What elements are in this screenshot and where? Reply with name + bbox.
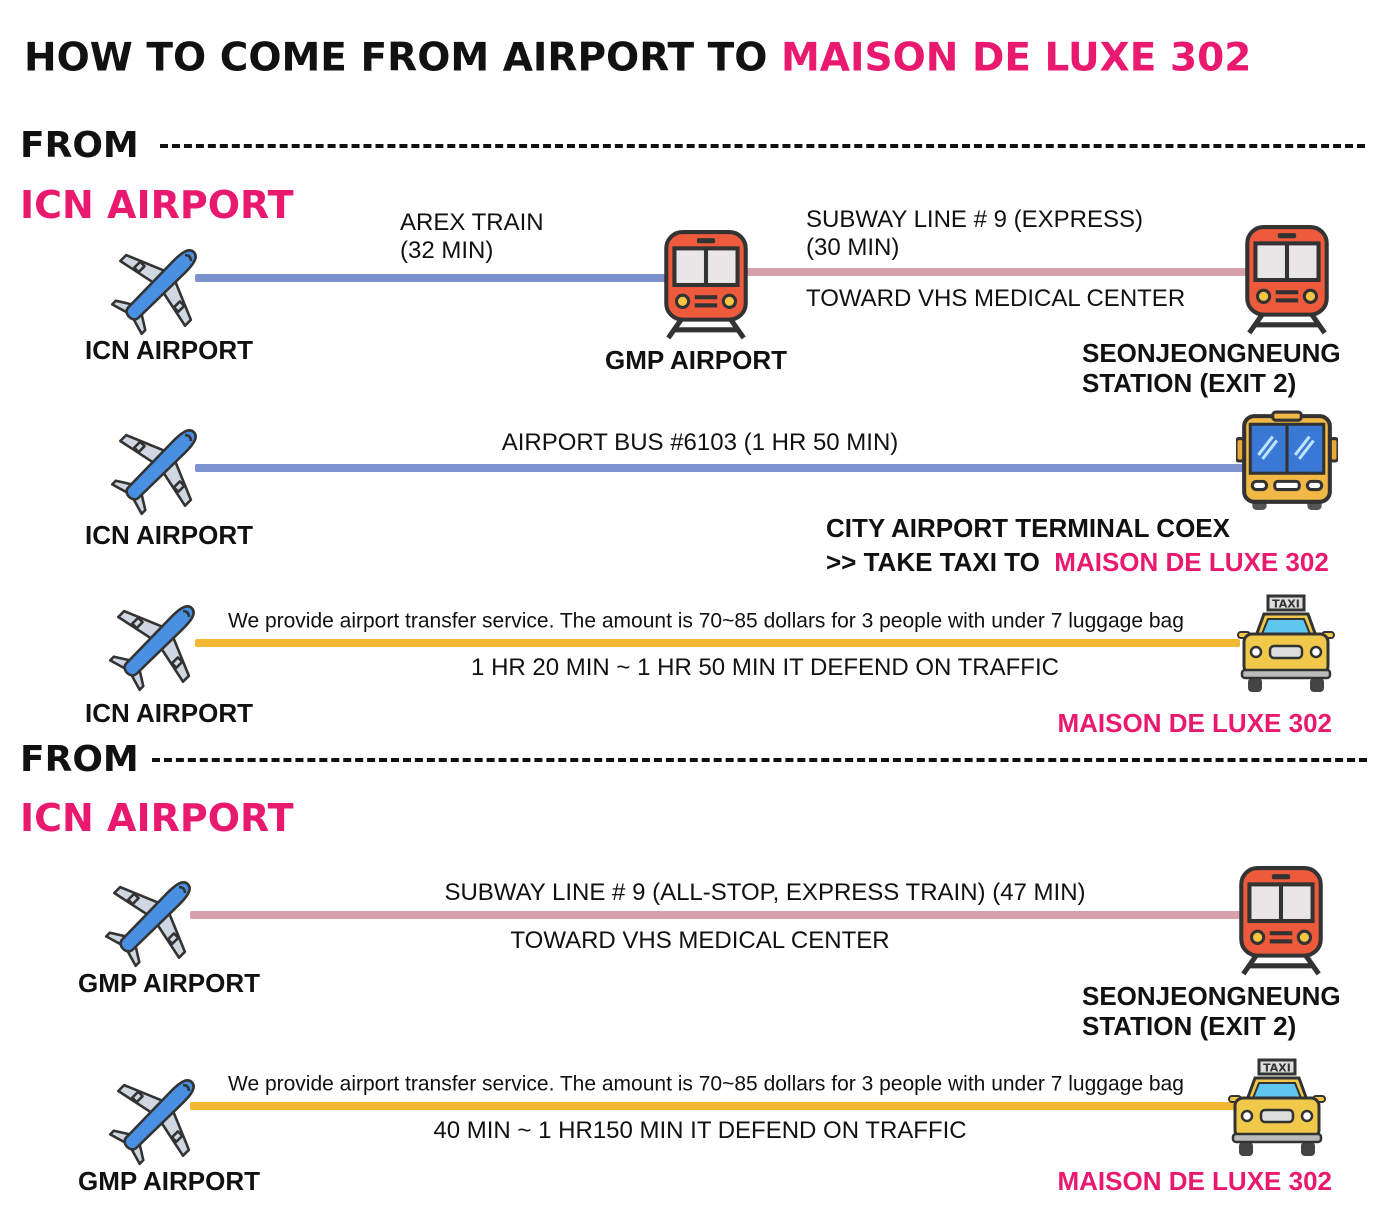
subway-allstop-line [190,911,1245,919]
section2-origin: ICN AIRPORT [20,796,294,840]
bus-end-line2: >> TAKE TAXI TO MAISON DE LUXE 302 [826,549,1329,575]
train-icon [660,228,752,340]
leg2-time: (30 MIN) [806,234,900,261]
subway-express-line [745,268,1250,276]
airplane-icon [106,590,210,694]
taxi-duration: 1 HR 20 MIN ~ 1 HR 50 MIN IT DEFEND ON T… [471,654,1059,681]
start-label: ICN AIRPORT [85,698,254,728]
airplane-icon [108,414,212,518]
start-label: GMP AIRPORT [78,1166,261,1196]
start-label: ICN AIRPORT [85,520,254,550]
airport-bus-line [195,464,1245,472]
end-label-line1: SEONJEONGNEUNG [1082,338,1341,368]
page-title: HOW TO COME FROM AIRPORT TO MAISON DE LU… [24,39,1251,78]
destination-label: MAISON DE LUXE 302 [1057,1166,1332,1196]
title-prefix: HOW TO COME FROM AIRPORT TO [24,35,768,81]
taxi-icon [1236,594,1336,694]
train-icon [1235,864,1327,976]
bus-leg: AIRPORT BUS #6103 (1 HR 50 MIN) [501,429,899,456]
bus-end-line1: CITY AIRPORT TERMINAL COEX [826,513,1230,543]
bus-icon [1236,410,1338,512]
end-label-line2: STATION (EXIT 2) [1082,1011,1297,1041]
transfer-service-note: We provide airport transfer service. The… [228,1072,1184,1096]
leg2-name: SUBWAY LINE # 9 (EXPRESS) [806,206,1143,233]
taxi-line [195,639,1240,647]
subway-leg: SUBWAY LINE # 9 (ALL-STOP, EXPRESS TRAIN… [444,879,1086,906]
section1-from-label: FROM [20,125,139,166]
transfer-label: GMP AIRPORT [605,345,788,375]
airplane-icon [106,1064,210,1168]
end-label-line2: STATION (EXIT 2) [1082,368,1297,398]
transfer-service-note: We provide airport transfer service. The… [228,609,1184,633]
airplane-icon [102,866,206,970]
take-taxi-text: >> TAKE TAXI TO [826,547,1040,577]
taxi-duration: 40 MIN ~ 1 HR150 MIN IT DEFEND ON TRAFFI… [433,1117,967,1144]
section1-divider [160,144,1365,148]
subway-direction: TOWARD VHS MEDICAL CENTER [510,927,890,954]
start-label: ICN AIRPORT [85,335,254,365]
leg1-name: AREX TRAIN [400,209,544,236]
section2-divider [152,758,1367,762]
leg1-time: (32 MIN) [400,237,494,264]
title-highlight: MAISON DE LUXE 302 [781,35,1252,81]
end-label-line1: SEONJEONGNEUNG [1082,981,1341,1011]
destination-highlight: MAISON DE LUXE 302 [1054,547,1329,577]
arex-train-line [195,274,670,282]
airplane-icon [108,234,212,338]
leg2-direction: TOWARD VHS MEDICAL CENTER [806,285,1186,312]
destination-label: MAISON DE LUXE 302 [1057,708,1332,738]
taxi-icon [1227,1058,1327,1158]
taxi-line [190,1102,1235,1110]
start-label: GMP AIRPORT [78,968,261,998]
section1-origin: ICN AIRPORT [20,183,294,227]
section2-from-label: FROM [20,739,139,780]
train-icon [1241,223,1333,335]
